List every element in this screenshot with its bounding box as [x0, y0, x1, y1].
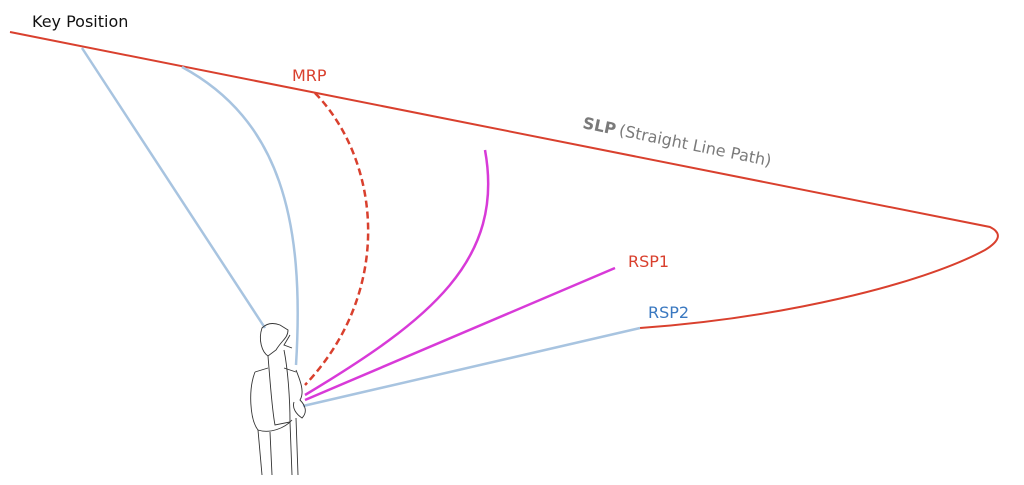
blue-curve-path [181, 65, 299, 366]
slp-description: (Straight Line Path) [617, 121, 773, 171]
magenta-curve-path [304, 149, 490, 397]
slp-path [9, 31, 999, 329]
slp-label: SLP [581, 113, 618, 138]
mrp-path [304, 92, 370, 386]
rsp2-label: RSP2 [648, 303, 689, 322]
key-position-line [80, 47, 267, 329]
rsp1-label: RSP1 [628, 252, 669, 271]
rsp2-path [302, 326, 641, 408]
key-position-label: Key Position [32, 12, 128, 31]
golfer-sketch [250, 323, 306, 476]
rsp1-path [304, 266, 616, 402]
mrp-label: MRP [292, 66, 327, 85]
